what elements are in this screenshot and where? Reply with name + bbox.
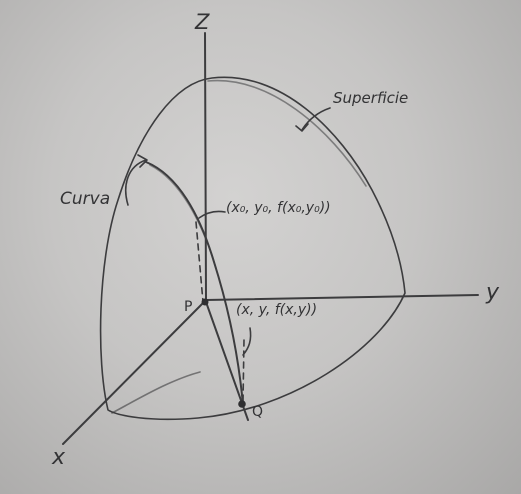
- q-vertical-dashed: [242, 339, 245, 403]
- x-axis-label: x: [52, 445, 66, 470]
- x-axis: [62, 299, 207, 445]
- curve-pointer-arrow: [124, 159, 147, 206]
- point-p-dot: [201, 298, 209, 306]
- point-q-label: Q: [252, 404, 264, 420]
- top-point-pointer-arrow: [198, 210, 226, 219]
- point-p-label: P: [184, 299, 193, 315]
- z-axis: [204, 32, 207, 301]
- curve-pointer-arrowhead: [137, 154, 148, 168]
- z-axis-label: Z: [195, 10, 210, 34]
- point-q-dot: [238, 400, 246, 408]
- surface-pointer-arrowhead: [295, 123, 309, 132]
- top-point-label: (x₀, y₀, f(x₀,y₀)): [226, 200, 331, 216]
- curve-point-label: (x, y, f(x,y)): [236, 302, 318, 318]
- surface-base-curve: [111, 371, 201, 414]
- y-axis: [205, 294, 479, 301]
- pq-line: [205, 301, 249, 421]
- surface-outline-sketch: [207, 79, 367, 187]
- intersection-curve-sketch: [149, 164, 217, 269]
- y-axis-label: y: [486, 280, 500, 305]
- curve-point-pointer-arrow: [242, 327, 252, 356]
- curve-label: Curva: [60, 189, 111, 209]
- surface-label: Superficie: [333, 89, 409, 107]
- intersection-curve: [145, 161, 244, 406]
- p-vertical-dashed: [195, 221, 204, 303]
- surface-pointer-arrow: [301, 107, 331, 131]
- surface-outline: [99, 76, 406, 421]
